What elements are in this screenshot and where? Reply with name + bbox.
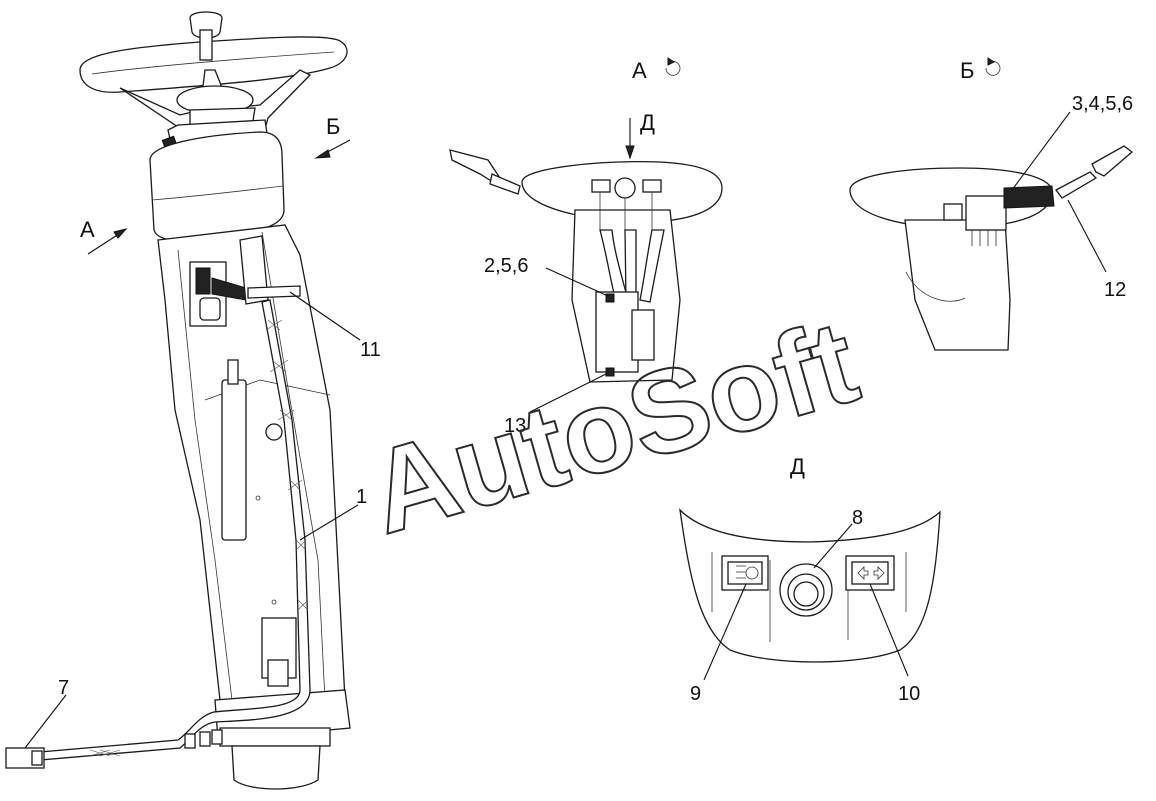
steering-wheel-rim: [79, 36, 348, 93]
view-a-drawing: А Д 2,5,6 13: [449, 57, 723, 437]
callout-3-4-5-6: 3,4,5,6: [1072, 93, 1133, 115]
callout-9: 9: [690, 683, 701, 705]
view-d-arrow-label: Д: [640, 110, 655, 135]
callout-1: 1: [356, 486, 367, 508]
view-b-title: Б: [960, 58, 974, 83]
wheel-knob: [189, 11, 223, 39]
view-b-label: Б: [326, 114, 340, 139]
callout-2-5-6: 2,5,6: [484, 255, 528, 277]
left-callouts: 11 1 7: [24, 291, 381, 749]
view-b-drawing: Б 3,4,5,6 12: [849, 57, 1133, 351]
wiring-harness: [39, 299, 311, 761]
callout-12: 12: [1104, 279, 1126, 301]
view-a-label: А: [80, 217, 95, 242]
relay-box: [595, 291, 639, 373]
callout-10: 10: [898, 683, 920, 705]
callout-7: 7: [58, 677, 69, 699]
view-a-title: А: [632, 58, 647, 83]
callout-11: 11: [360, 339, 381, 361]
rotation-icon: [665, 60, 681, 76]
callout-13: 13: [504, 415, 526, 437]
steering-column-assembly: [5, 11, 351, 790]
upper-shroud: [149, 131, 285, 242]
view-d-title: Д: [790, 454, 805, 479]
view-arrows: А Б: [80, 114, 351, 255]
view-d-drawing: Д 8 9 10: [679, 454, 941, 705]
callout-8: 8: [852, 507, 863, 529]
